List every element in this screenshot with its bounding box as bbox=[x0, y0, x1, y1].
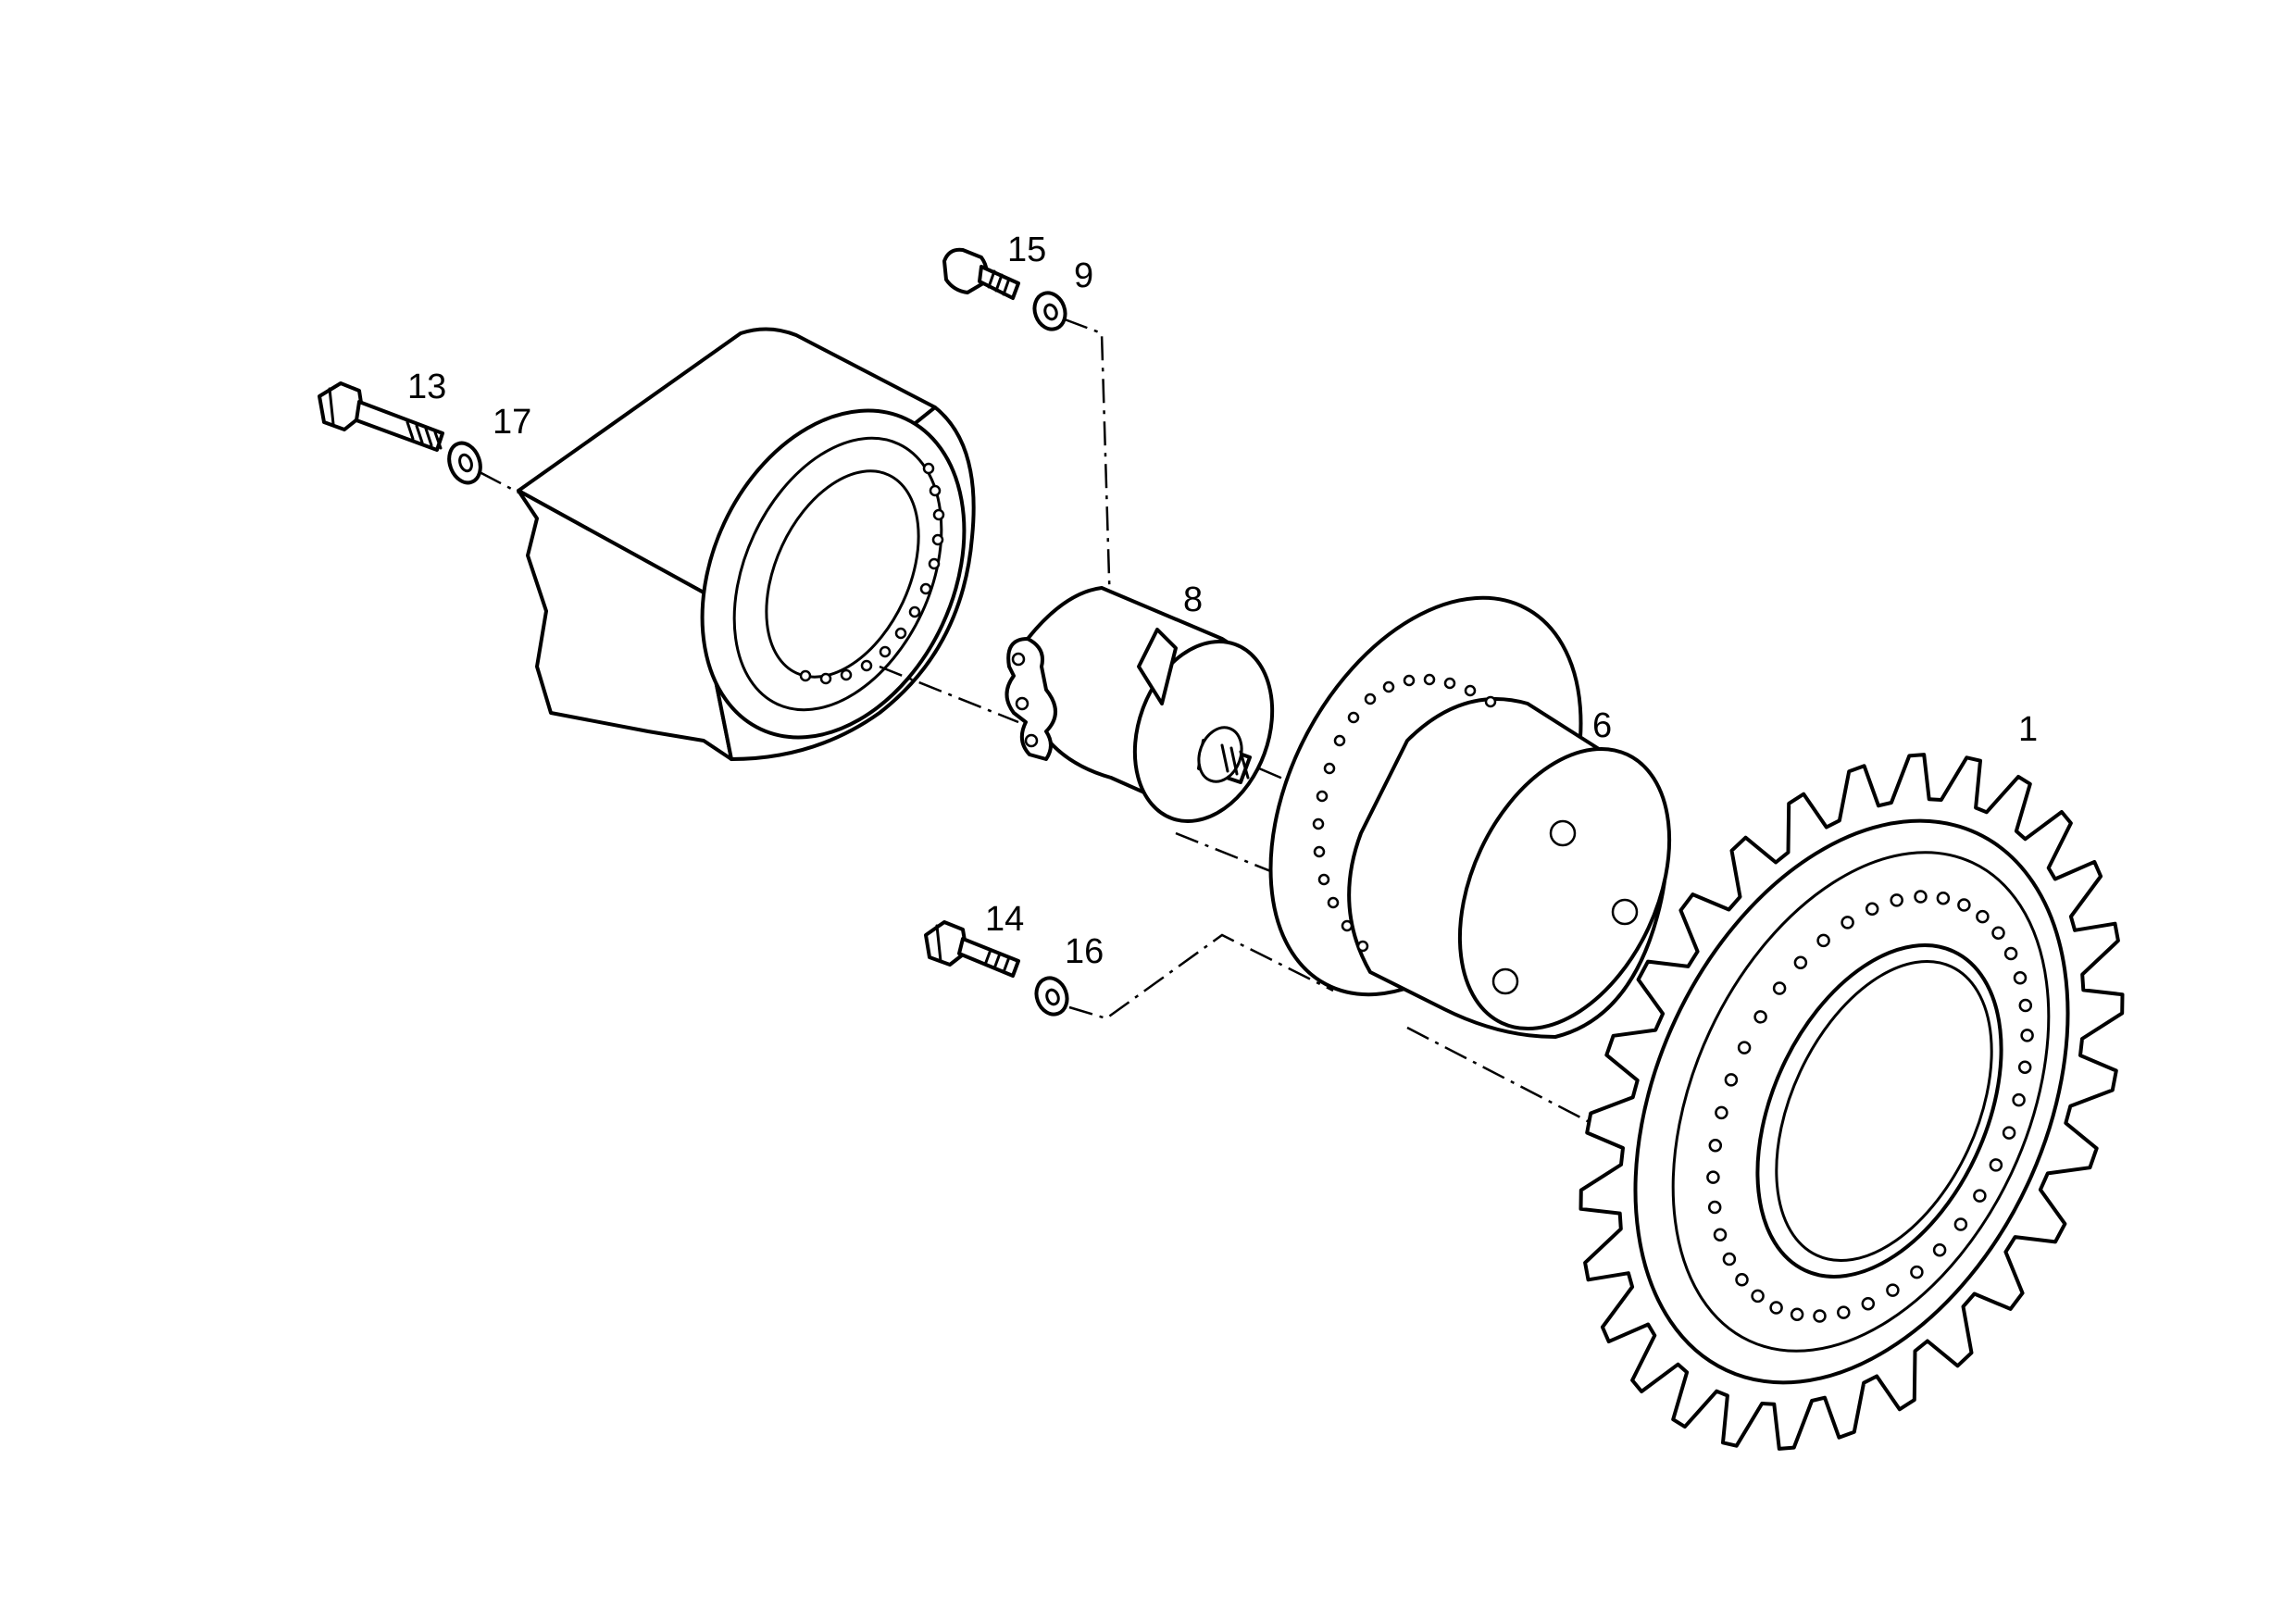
washer-9 bbox=[1032, 291, 1067, 331]
label-part-17: 17 bbox=[493, 403, 531, 442]
bolt-13 bbox=[318, 381, 444, 452]
sprocket-bolt-holes bbox=[1706, 890, 2034, 1323]
sprocket-hole bbox=[1735, 1273, 1749, 1287]
sprocket-hole bbox=[1816, 933, 1830, 948]
motor-8 bbox=[1004, 586, 1275, 823]
sprocket-hole bbox=[1910, 1265, 1924, 1279]
sprocket-hole bbox=[1886, 1283, 1900, 1297]
sprocket-hole bbox=[1793, 955, 1808, 970]
washer-17 bbox=[447, 441, 482, 485]
sprocket-1 bbox=[1578, 753, 2125, 1451]
sprocket-hole bbox=[1737, 1041, 1752, 1054]
sprocket-hole bbox=[1865, 902, 1879, 917]
sprocket-hole bbox=[2012, 1092, 2026, 1107]
sprocket-hole bbox=[1932, 1242, 1947, 1257]
hub-flange-holes bbox=[1312, 673, 1497, 953]
sprocket-hole bbox=[1790, 1307, 1804, 1322]
sprocket-hole bbox=[1724, 1073, 1739, 1087]
sprocket-hole bbox=[1973, 1189, 1987, 1203]
frame-housing bbox=[517, 327, 976, 761]
sprocket-hole bbox=[1722, 1252, 1737, 1266]
sprocket-hole bbox=[1751, 1289, 1765, 1304]
sprocket-hole bbox=[1953, 1217, 1968, 1231]
sprocket-hole bbox=[1708, 1139, 1723, 1153]
frame-bolt-holes bbox=[799, 462, 945, 685]
label-part-15: 15 bbox=[1007, 231, 1046, 269]
label-part-9: 9 bbox=[1074, 256, 1093, 295]
label-part-16: 16 bbox=[1065, 932, 1104, 971]
bolt-14 bbox=[924, 920, 1020, 978]
sprocket-hole bbox=[1837, 1305, 1851, 1319]
sprocket-hole bbox=[2002, 1126, 2016, 1140]
sprocket-hole bbox=[1707, 1200, 1722, 1215]
sprocket-hole bbox=[1991, 926, 2005, 940]
sprocket-hole bbox=[1713, 1228, 1728, 1241]
sprocket-hole bbox=[1841, 916, 1854, 930]
label-part-1: 1 bbox=[2018, 710, 2038, 749]
sprocket-hole bbox=[1957, 898, 1971, 912]
sprocket-hole bbox=[2003, 946, 2018, 961]
sprocket-hole bbox=[1753, 1010, 1767, 1024]
hub-6 bbox=[1268, 595, 1672, 1039]
sprocket-hole bbox=[1813, 1309, 1827, 1323]
sprocket-hole bbox=[1715, 1105, 1728, 1120]
sprocket-hole bbox=[1989, 1158, 2003, 1172]
label-part-6: 6 bbox=[1592, 706, 1612, 745]
sprocket-hole bbox=[1890, 893, 1903, 907]
sprocket-hole bbox=[1772, 981, 1787, 995]
sprocket-hole bbox=[1976, 909, 1990, 924]
sprocket-hole bbox=[1769, 1301, 1783, 1315]
sprocket-hole bbox=[2013, 971, 2028, 985]
sprocket-hole bbox=[1914, 890, 1928, 904]
sprocket-hole bbox=[1861, 1296, 1876, 1311]
sprocket-hole bbox=[1706, 1170, 1720, 1184]
sprocket-hole bbox=[2018, 998, 2033, 1013]
label-part-14: 14 bbox=[985, 900, 1024, 939]
sprocket-hole bbox=[2017, 1060, 2032, 1074]
sprocket-hole bbox=[2020, 1029, 2034, 1042]
label-part-8: 8 bbox=[1183, 580, 1203, 619]
bolt-15 bbox=[942, 247, 1020, 300]
washer-16 bbox=[1034, 976, 1069, 1017]
label-part-13: 13 bbox=[407, 368, 446, 406]
sprocket-hole bbox=[1936, 891, 1951, 905]
